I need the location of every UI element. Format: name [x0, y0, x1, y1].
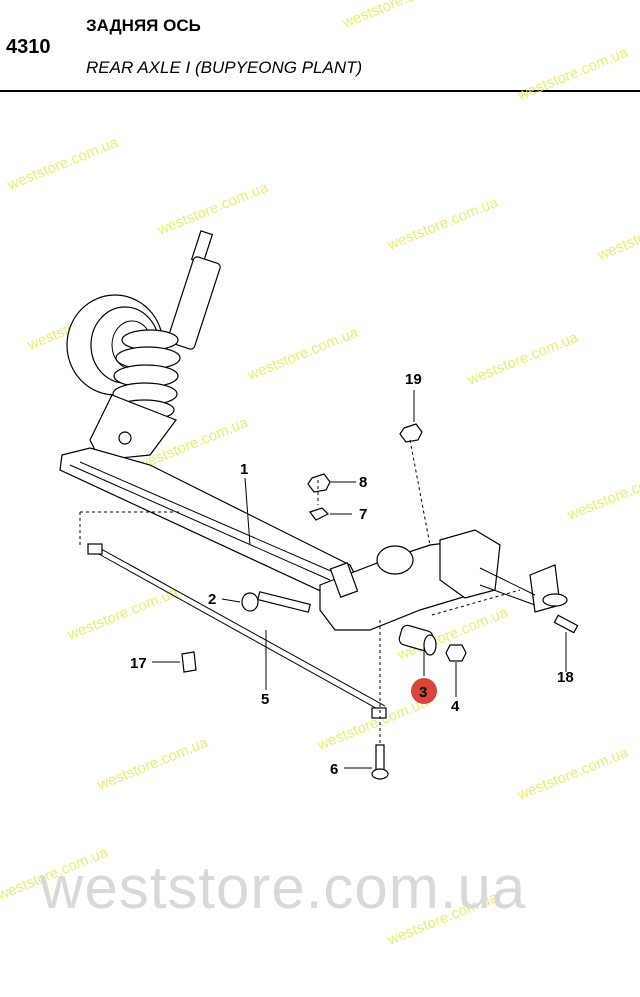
shock-absorber: [167, 230, 221, 350]
wheel-hub-flange: [479, 564, 579, 634]
title-english: REAR AXLE I (BUPYEONG PLANT): [86, 58, 363, 77]
nut-19: [399, 423, 423, 443]
watermark-text: weststore.com.ua: [339, 0, 456, 32]
watermark-text: weststore.com.ua: [64, 584, 181, 644]
watermark-text: weststore.com.ua: [384, 194, 501, 254]
reference-lines: [79, 439, 521, 745]
callout-19[interactable]: 19: [405, 371, 422, 388]
watermark-text: weststore.com.ua: [244, 324, 361, 384]
watermark-text: weststore.com.ua: [564, 464, 640, 524]
diagram-code: 4310: [6, 36, 51, 58]
bolt-2: [241, 591, 311, 613]
bushing-3: [398, 624, 437, 656]
callout-8[interactable]: 8: [359, 474, 367, 491]
axle-beam: [59, 447, 501, 631]
callout-4[interactable]: 4: [451, 698, 460, 715]
header-divider: [0, 90, 640, 92]
callout-18[interactable]: 18: [557, 669, 574, 686]
callout-6[interactable]: 6: [330, 761, 338, 778]
watermark-text: weststore.com.ua: [154, 179, 271, 239]
watermark-text: weststore.com.ua: [314, 694, 431, 754]
watermark-text: weststore.com.ua: [464, 329, 581, 389]
watermark-text: weststore.com.ua: [594, 204, 640, 264]
watermark-text: weststore.com.ua: [94, 734, 211, 794]
callout-17[interactable]: 17: [130, 655, 147, 672]
callout-highlight-circle: [411, 678, 437, 704]
nut-4: [445, 644, 467, 662]
watermark-text: weststore.com.ua: [514, 744, 631, 804]
callout-7[interactable]: 7: [359, 506, 367, 523]
callout-1[interactable]: 1: [240, 461, 248, 478]
watermark-large: weststore.com.ua: [40, 854, 527, 921]
leader-lines: [152, 390, 567, 769]
nut-8: [307, 473, 331, 493]
watermark-text: weststore.com.ua: [514, 44, 631, 104]
callout-2[interactable]: 2: [208, 591, 216, 608]
title-russian: ЗАДНЯЯ ОСЬ: [86, 16, 201, 35]
watermark-text: weststore.com.ua: [4, 134, 121, 194]
clip-7: [309, 507, 330, 521]
callout-5[interactable]: 5: [261, 691, 269, 708]
callout-3[interactable]: 3: [419, 684, 427, 701]
stabilizer-bar: [87, 543, 389, 780]
